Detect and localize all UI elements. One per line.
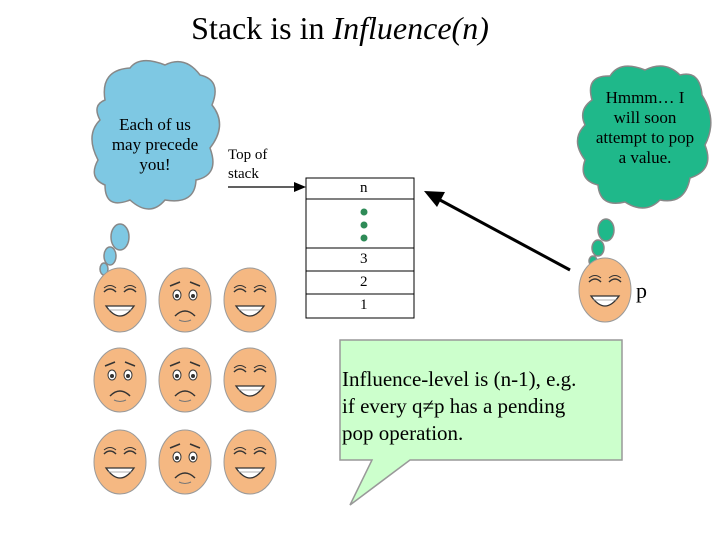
stack-cell: 3 [360,251,368,267]
process-p-face [578,257,632,323]
process-label: p [636,278,647,303]
callout-bubble [339,339,623,506]
callout-text: Influence-level is (n-1), e.g. if every … [342,367,577,445]
happy-face-icon [223,267,277,333]
ellipsis-dot [360,208,368,216]
sad-face-icon [158,429,212,495]
left-thought-cloud [91,59,221,276]
right-thought-cloud [576,65,712,267]
top-of-stack-label: Top of stack [228,147,268,182]
page-title: Stack is in Influence(n) [191,10,489,46]
happy-face-icon [93,429,147,495]
top-of-stack-arrow [228,182,306,192]
happy-face-icon [223,347,277,413]
stack-cell: 1 [360,297,368,313]
happy-face-icon [223,429,277,495]
happy-face-icon [93,267,147,333]
ellipsis-dot [360,221,368,229]
left-cloud-text: Each of us may precede you! [111,115,199,174]
happy-face-icon [578,257,632,323]
stack-top-cell: n [360,180,368,196]
stack-cell: 2 [360,274,368,290]
ellipsis-dot [360,234,368,242]
stack-structure [305,177,415,319]
sad-face-icon [158,347,212,413]
faces-grid [93,267,277,495]
pop-arrow [424,191,571,272]
sad-face-icon [93,347,147,413]
sad-face-icon [158,267,212,333]
right-cloud-text: Hmmm… I will soon attempt to pop a value… [595,88,695,167]
